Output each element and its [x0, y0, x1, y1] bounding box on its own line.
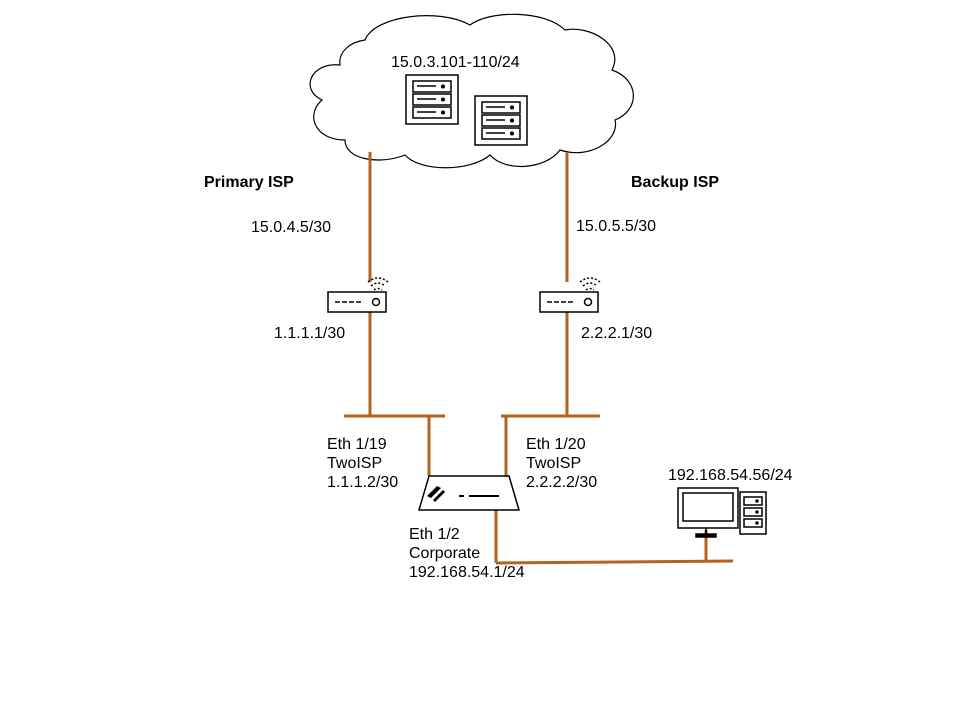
eth19-iface: Eth 1/19	[327, 436, 387, 453]
primary-wan-ip: 15.0.4.5/30	[251, 219, 332, 236]
server-icon	[474, 95, 528, 146]
eth20-iface: Eth 1/20	[526, 436, 586, 453]
workstation-icon	[677, 487, 767, 538]
eth2-ip: 192.168.54.1/24	[409, 564, 525, 581]
cloud-subnet-label: 15.0.3.101-110/24	[391, 54, 520, 71]
firewall-icon	[417, 475, 521, 511]
backup-lan-ip: 2.2.2.1/30	[581, 325, 653, 342]
network-links	[344, 152, 734, 565]
backup-wan-ip: 15.0.5.5/30	[576, 218, 657, 235]
eth19-label: Eth 1/19 TwoISP 1.1.1.2/30	[327, 435, 398, 492]
eth2-iface: Eth 1/2	[409, 526, 460, 543]
eth2-label: Eth 1/2 Corporate 192.168.54.1/24	[409, 525, 525, 582]
server-icon	[405, 74, 459, 125]
primary-isp-title: Primary ISP	[204, 174, 294, 191]
eth20-zone: TwoISP	[526, 455, 582, 472]
router-icon	[327, 277, 389, 313]
segment-corporate	[495, 559, 734, 565]
eth2-zone: Corporate	[409, 545, 481, 562]
eth19-zone: TwoISP	[327, 455, 383, 472]
internet-cloud	[309, 13, 634, 169]
backup-isp-title: Backup ISP	[631, 174, 720, 191]
eth20-ip: 2.2.2.2/30	[526, 474, 598, 491]
primary-lan-ip: 1.1.1.1/30	[274, 325, 346, 342]
host-ip-label: 192.168.54.56/24	[668, 467, 793, 484]
eth19-ip: 1.1.1.2/30	[327, 474, 399, 491]
router-icon	[539, 277, 601, 313]
eth20-label: Eth 1/20 TwoISP 2.2.2.2/30	[526, 435, 597, 492]
